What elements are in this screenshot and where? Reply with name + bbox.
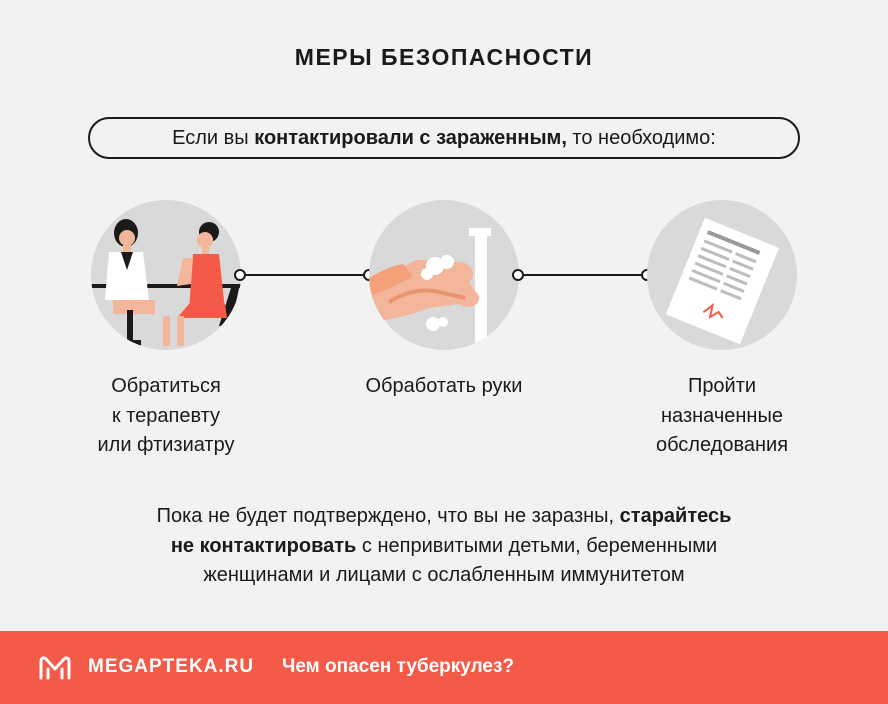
step-label-doctor: Обратиться к терапевту или фтизиатру <box>97 375 235 456</box>
footer-bar: MEGAPTEKA.RU Чем опасен туберкулез? <box>0 631 888 704</box>
brand-name[interactable]: MEGAPTEKA.RU <box>88 656 255 677</box>
intro-pill: Если вы контактировали с зараженным, то … <box>88 117 800 159</box>
intro-prefix: Если вы <box>172 126 255 149</box>
step-label-exams: Пройти назначенные обследования <box>655 375 789 456</box>
page-title: МЕРЫ БЕЗОПАСНОСТИ <box>294 44 594 70</box>
intro-suffix: то необходимо: <box>566 126 716 149</box>
hand-washing-icon <box>369 200 519 350</box>
connector-1 <box>230 265 380 285</box>
notice-line-1: Пока не будет подтверждено, что вы не за… <box>156 505 732 527</box>
connector-2 <box>508 265 658 285</box>
medical-document-icon <box>647 200 797 350</box>
doctor-consultation-icon <box>91 200 241 350</box>
notice-line-2: не контактировать с непривитыми детьми, … <box>170 534 718 557</box>
step-label-hands: Обработать руки <box>365 375 523 397</box>
article-title-link[interactable]: Чем опасен туберкулез? <box>282 656 515 677</box>
intro-bold: контактировали с зараженным, <box>254 126 567 149</box>
megapteka-logo-icon[interactable] <box>38 655 72 681</box>
notice-text: Пока не будет подтверждено, что вы не за… <box>0 502 888 591</box>
notice-line-3: женщинами и лицами с ослабленным иммунит… <box>203 564 685 586</box>
